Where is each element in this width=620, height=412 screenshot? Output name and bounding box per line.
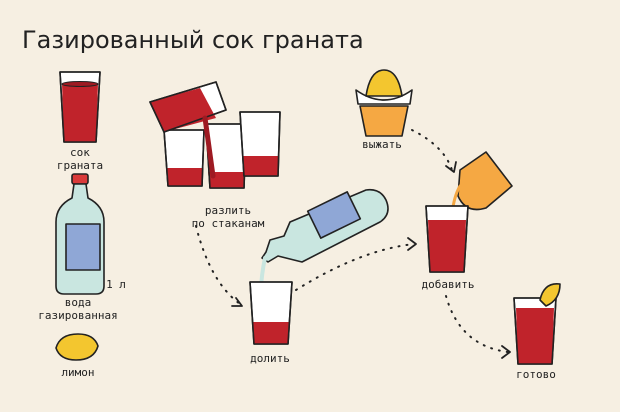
label-water-line-1: вода [64, 296, 92, 309]
label-juice-line-2: граната [56, 159, 104, 172]
label-water-line-2: газированная [38, 309, 118, 322]
flow-arrow [195, 129, 509, 353]
finished-drink-icon [513, 283, 561, 365]
mixed-glass-icon [425, 205, 469, 273]
label-squeeze: выжать [362, 138, 402, 151]
label-water: вода газированная [38, 296, 117, 322]
juice-glass-icon [59, 71, 101, 143]
label-done: готово [516, 368, 556, 381]
label-juice-line-1: сок [70, 146, 90, 159]
label-juice: сок граната [57, 146, 103, 172]
label-top-up: долить [250, 352, 290, 365]
page-title: Газированный сок граната [22, 26, 364, 54]
three-glasses-icon [163, 111, 281, 189]
lemon-icon [55, 333, 99, 361]
label-lemon: лимон [61, 366, 95, 379]
lemon-squeezer-icon [355, 69, 413, 137]
arrow-head [231, 161, 511, 359]
label-add: добавить [421, 278, 475, 291]
label-pour-line-1: разлить [204, 204, 252, 217]
water-bottle-icon [55, 173, 105, 295]
pouring-glass-icon [149, 81, 227, 179]
pouring-cup-icon [450, 151, 513, 216]
filling-glass-icon [249, 281, 293, 345]
label-water-volume: 1 л [106, 278, 126, 291]
label-pour: разлить по стаканам [192, 204, 265, 230]
label-pour-line-2: по стаканам [191, 217, 265, 230]
